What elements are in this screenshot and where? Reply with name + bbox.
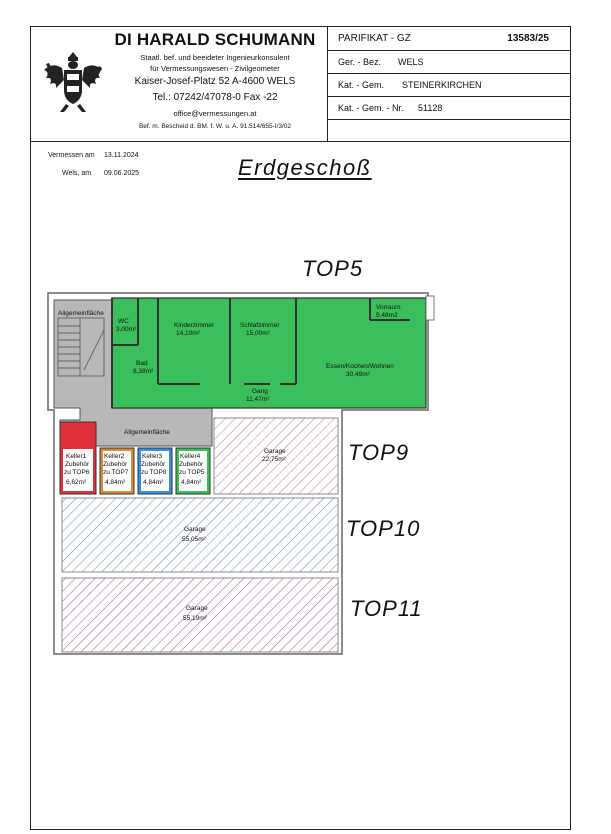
keller3-zu: zu TOP8 <box>141 469 167 476</box>
kat-nr-row: Kat. - Gem. - Nr. 51128 <box>328 97 571 120</box>
staircase-icon <box>57 317 105 377</box>
window-icon <box>425 295 435 321</box>
room-area-essen: 30,49m² <box>346 371 371 378</box>
room-label-essen: Essen/Kochen/Wohnen <box>326 363 394 370</box>
keller3-label: Keller3 <box>142 453 163 460</box>
kat-gem-label: Kat. - Gem. <box>338 80 385 90</box>
unit-label-top10: TOP10 <box>346 516 421 541</box>
ger-bez-label: Ger. - Bez. <box>338 57 382 67</box>
room-area-garage11: 55,19m² <box>183 615 208 622</box>
firm-title-line: Staatl. bef. und beeideter Ingenieurkons… <box>140 53 290 62</box>
surveyor-block: DI HARALD SCHUMANN Staatl. bef. und beei… <box>30 26 328 142</box>
parifikat-value: 13583/25 <box>507 33 549 44</box>
parcel-info-block: PARIFIKAT - GZ 13583/25 Ger. - Bez. WELS… <box>328 26 571 142</box>
keller1-zubehoer: Zubehör <box>65 461 90 468</box>
floor-title: Erdgeschoß <box>238 155 372 180</box>
kat-gem-value: STEINERKIRCHEN <box>402 80 482 90</box>
keller1-label: Keller1 <box>66 453 87 460</box>
room-walls <box>111 298 410 408</box>
unit-label-top11: TOP11 <box>350 596 423 621</box>
wels-label: Wels, am <box>62 170 92 177</box>
parifikat-label: PARIFIKAT - GZ <box>338 33 411 44</box>
vermessen-date: 13.11.2024 <box>104 152 139 159</box>
room-area-bad: 8,38m² <box>133 368 154 375</box>
room-label-bad: Bad <box>136 360 148 367</box>
keller4-zu: zu TOP5 <box>179 469 205 476</box>
room-area-garage10: 55,05m² <box>182 536 207 543</box>
keller4-label: Keller4 <box>180 453 201 460</box>
keller1-zu: zu TOP6 <box>64 469 90 476</box>
keller2-zubehoer: Zubehör <box>103 461 128 468</box>
garage-top11 <box>61 577 339 653</box>
keller3-area: 4,84m² <box>143 479 164 486</box>
room-area-garage9: 22,75m² <box>262 456 287 463</box>
title-block: DI HARALD SCHUMANN Staatl. bef. und beei… <box>30 26 571 142</box>
room-area-kinderzimmer: 14,10m² <box>176 330 201 337</box>
firm-email: office@vermessungen.at <box>173 109 257 118</box>
room-area-wc: 3,00m² <box>116 326 137 333</box>
unit-label-top9: TOP9 <box>348 440 410 465</box>
room-label-garage11: Garage <box>186 605 208 612</box>
keller4-area: 4,84m² <box>181 479 202 486</box>
garage-top9 <box>213 417 339 495</box>
ger-bez-row: Ger. - Bez. WELS <box>328 51 571 74</box>
page-frame <box>30 26 571 830</box>
room-label-schlafzimmer: Schlafzimmer <box>240 322 280 329</box>
vermessen-label: Vermessen am <box>48 152 95 159</box>
room-label-gang: Gang <box>252 388 268 395</box>
room-label-garage9: Garage <box>264 448 286 455</box>
firm-title-line: für Vermessungswesen - Zivilgeometer <box>150 64 280 73</box>
unit-label-top5: TOP5 <box>302 256 364 281</box>
room-label-garage10: Garage <box>184 526 206 533</box>
room-label-allgemein: Allgemeinfläche <box>58 310 104 317</box>
ger-bez-value: WELS <box>398 57 424 67</box>
room-area-schlafzimmer: 15,00m² <box>246 330 271 337</box>
keller3-zubehoer: Zubehör <box>141 461 166 468</box>
kat-nr-value: 51128 <box>418 103 443 113</box>
room-label-vorraum: Vorraum <box>376 304 401 311</box>
room-label-allgemein-mid: Allgemeinfläche <box>124 429 170 436</box>
building-outline <box>47 292 429 655</box>
parifikat-row: PARIFIKAT - GZ 13583/25 <box>328 26 571 51</box>
keller1-area: 6,62m² <box>66 479 87 486</box>
keller2-label: Keller2 <box>104 453 125 460</box>
wels-date: 09.06.2025 <box>104 170 140 177</box>
keller2-zu: zu TOP7 <box>103 469 129 476</box>
keller4-zubehoer: Zubehör <box>179 461 204 468</box>
firm-address: Kaiser-Josef-Platz 52 A-4600 WELS <box>134 76 296 87</box>
keller2-area: 4,84m² <box>105 479 126 486</box>
firm-decree: Bef. m. Bescheid d. BM. f. W. u. A. 91.5… <box>138 123 292 130</box>
room-area-gang: 11,47m² <box>246 396 270 403</box>
firm-phone: Tel.: 07242/47078-0 Fax -22 <box>152 92 278 103</box>
room-label-wc: WC <box>118 318 129 325</box>
austrian-eagle-icon <box>44 52 102 112</box>
kat-gem-row: Kat. - Gem. STEINERKIRCHEN <box>328 74 571 97</box>
firm-name: DI HARALD SCHUMANN <box>114 30 316 49</box>
garage-top10 <box>61 497 339 573</box>
room-label-kinderzimmer: Kinderzimmer <box>174 322 215 329</box>
kat-nr-label: Kat. - Gem. - Nr. <box>338 103 404 113</box>
room-area-vorraum: 5,48m2 <box>376 312 398 319</box>
